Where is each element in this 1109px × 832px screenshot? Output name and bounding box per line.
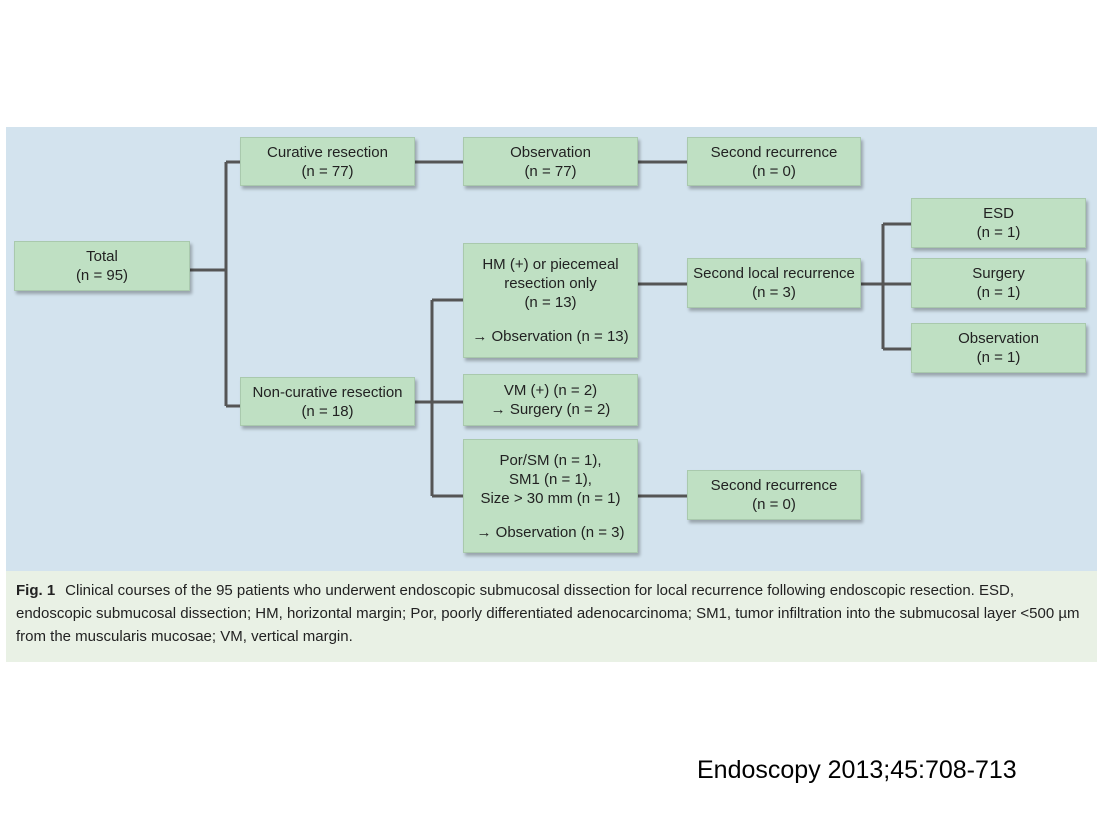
node-por-sm: Por/SM (n = 1), SM1 (n = 1), Size > 30 m…	[463, 439, 638, 553]
node-esd-count: (n = 1)	[976, 224, 1021, 241]
flowchart-area: Total (n = 95) Curative resection (n = 7…	[6, 127, 1097, 571]
node-observation-77-label: Observation	[510, 143, 591, 161]
node-surgery-1-label: Surgery	[972, 265, 1025, 282]
node-curative-resection: Curative resection (n = 77)	[240, 137, 415, 186]
node-observation-77: Observation (n = 77)	[463, 137, 638, 186]
node-vm-label: VM (+) (n = 2)	[503, 382, 598, 399]
node-non-curative-resection: Non-curative resection (n = 18)	[240, 377, 415, 426]
node-curative-label: Curative resection	[267, 143, 388, 161]
node-second-recurrence-bottom-label: Second recurrence	[710, 477, 838, 494]
figure-caption-text: Clinical courses of the 95 patients who …	[16, 582, 1080, 645]
node-esd: ESD (n = 1)	[911, 198, 1086, 248]
node-second-recurrence-bottom: Second recurrence (n = 0)	[687, 470, 861, 520]
node-hm-count: (n = 13)	[524, 294, 577, 311]
node-observation-1-label: Observation	[958, 330, 1039, 347]
node-second-local-recurrence: Second local recurrence (n = 3)	[687, 258, 861, 308]
node-observation-1-count: (n = 1)	[976, 349, 1021, 366]
node-hm-line2: resection only	[504, 275, 597, 292]
node-surgery-1: Surgery (n = 1)	[911, 258, 1086, 308]
node-total-label: Total	[86, 248, 118, 265]
node-curative-count: (n = 77)	[301, 162, 354, 180]
node-second-local-count: (n = 3)	[752, 284, 796, 301]
connector-lines	[190, 160, 911, 498]
node-por-line3: Size > 30 mm (n = 1)	[480, 489, 621, 507]
node-esd-label: ESD	[983, 205, 1014, 222]
node-second-recurrence-top: Second recurrence (n = 0)	[687, 137, 861, 186]
citation: Endoscopy 2013;45:708-713	[697, 756, 1017, 784]
node-vm-outcome: → Surgery (n = 2)	[490, 401, 611, 418]
node-observation-77-count: (n = 77)	[524, 162, 577, 180]
node-second-recurrence-top-count: (n = 0)	[752, 162, 796, 180]
node-total: Total (n = 95)	[14, 241, 190, 291]
figure-panel: Total (n = 95) Curative resection (n = 7…	[6, 127, 1097, 662]
node-vm: VM (+) (n = 2) → Surgery (n = 2)	[463, 374, 638, 426]
node-non-curative-count: (n = 18)	[301, 402, 354, 420]
node-surgery-1-count: (n = 1)	[976, 284, 1021, 301]
node-observation-1: Observation (n = 1)	[911, 323, 1086, 373]
node-por-line1: Por/SM (n = 1),	[499, 451, 602, 469]
node-second-recurrence-bottom-count: (n = 0)	[752, 496, 796, 513]
figure-label: Fig. 1	[16, 582, 56, 599]
node-second-recurrence-top-label: Second recurrence	[710, 143, 838, 161]
node-por-line2: SM1 (n = 1),	[509, 470, 592, 488]
node-hm-outcome: → Observation (n = 13)	[472, 328, 629, 345]
node-por-outcome: → Observation (n = 3)	[476, 523, 625, 541]
node-hm-piecemeal: HM (+) or piecemeal resection only (n = …	[463, 243, 638, 358]
node-hm-line1: HM (+) or piecemeal	[482, 256, 619, 273]
node-second-local-label: Second local recurrence	[693, 265, 855, 282]
node-total-count: (n = 95)	[75, 267, 129, 284]
node-non-curative-label: Non-curative resection	[252, 383, 403, 401]
